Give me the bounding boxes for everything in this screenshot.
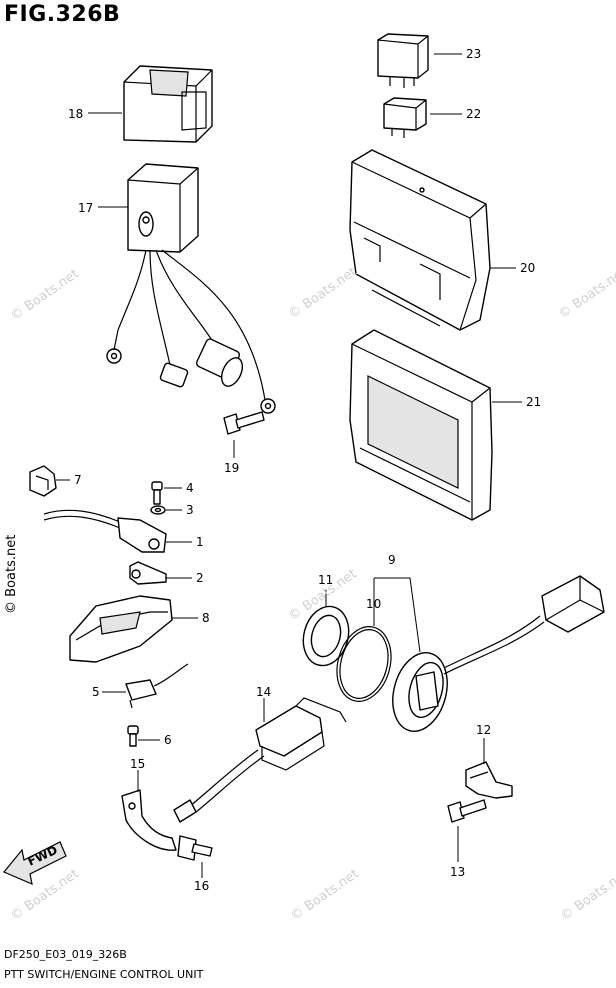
callout-21[interactable]: 21 xyxy=(526,395,541,409)
callout-6[interactable]: 6 xyxy=(164,733,172,747)
callout-2[interactable]: 2 xyxy=(196,571,204,585)
part-10-o-ring[interactable] xyxy=(329,621,399,708)
part-21-gasket[interactable] xyxy=(349,329,493,521)
part-1-trim-sensor[interactable] xyxy=(43,509,167,553)
part-11-ring[interactable] xyxy=(297,601,355,670)
leader-lines xyxy=(56,53,522,878)
callout-14[interactable]: 14 xyxy=(256,685,271,699)
part-20-engine-control-unit[interactable] xyxy=(349,149,491,331)
part-4-screw[interactable] xyxy=(151,481,163,505)
callout-11[interactable]: 11 xyxy=(318,573,333,587)
part-19-bolt[interactable] xyxy=(223,411,265,435)
part-16-bolt[interactable] xyxy=(177,835,213,861)
callout-19[interactable]: 19 xyxy=(224,461,239,475)
callout-20[interactable]: 20 xyxy=(520,261,535,275)
part-17-control-unit[interactable] xyxy=(106,163,276,414)
part-2-lever[interactable] xyxy=(129,561,167,585)
callout-3[interactable]: 3 xyxy=(186,503,194,517)
callout-10[interactable]: 10 xyxy=(366,597,381,611)
part-8-cover[interactable] xyxy=(69,595,173,663)
callout-22[interactable]: 22 xyxy=(466,107,481,121)
watermark-vertical: © Boats.net xyxy=(4,534,19,614)
part-18-cover[interactable] xyxy=(123,65,213,143)
part-3-washer[interactable] xyxy=(150,505,166,515)
callout-15[interactable]: 15 xyxy=(130,757,145,771)
diagram-title: PTT SWITCH/ENGINE CONTROL UNIT xyxy=(4,968,204,981)
callout-17[interactable]: 17 xyxy=(78,201,93,215)
part-5-ptt-switch[interactable] xyxy=(125,663,189,709)
callout-1[interactable]: 1 xyxy=(196,535,204,549)
part-15-clamp[interactable] xyxy=(121,789,177,851)
callout-12[interactable]: 12 xyxy=(476,723,491,737)
part-6-screw[interactable] xyxy=(127,725,139,747)
callout-18[interactable]: 18 xyxy=(68,107,83,121)
part-23-relay[interactable] xyxy=(377,33,429,88)
part-7-clip[interactable] xyxy=(29,465,57,497)
callout-16[interactable]: 16 xyxy=(194,879,209,893)
callout-13[interactable]: 13 xyxy=(450,865,465,879)
part-9-trim-switch[interactable] xyxy=(385,575,605,737)
callout-7[interactable]: 7 xyxy=(74,473,82,487)
callout-8[interactable]: 8 xyxy=(202,611,210,625)
diagram-code: DF250_E03_019_326B xyxy=(4,948,127,961)
callout-4[interactable]: 4 xyxy=(186,481,194,495)
part-14-harness[interactable] xyxy=(173,697,347,823)
callout-9[interactable]: 9 xyxy=(388,553,396,567)
callout-5[interactable]: 5 xyxy=(92,685,100,699)
part-22-relay[interactable] xyxy=(383,97,427,138)
callout-23[interactable]: 23 xyxy=(466,47,481,61)
figure-title: FIG.326B xyxy=(4,2,121,27)
part-13-bolt[interactable] xyxy=(447,799,487,823)
part-12-clamp[interactable] xyxy=(465,761,513,799)
